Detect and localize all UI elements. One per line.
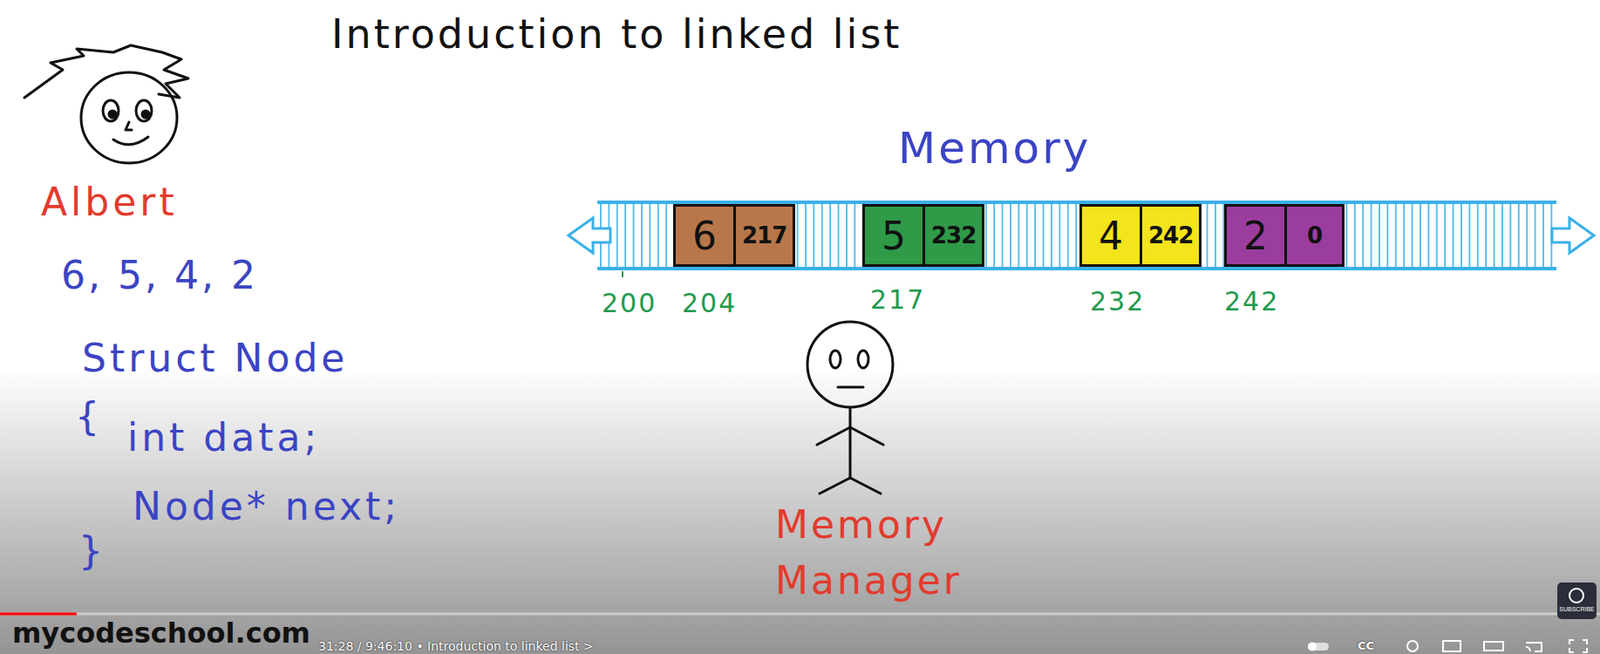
- hair: [24, 45, 189, 98]
- settings-icon: [1407, 640, 1418, 652]
- memory-strip: [568, 202, 1594, 278]
- progress-track: [0, 612, 1600, 616]
- miniplayer-icon: [1443, 640, 1461, 652]
- strip-edge: [597, 266, 1557, 271]
- address-cell: 232: [922, 206, 982, 265]
- code-line: Struct Node: [81, 335, 348, 382]
- data-cell: 6: [675, 206, 734, 265]
- data-value: 6: [692, 213, 717, 259]
- next-address: 217: [742, 222, 787, 249]
- memory-address: 204: [681, 287, 737, 320]
- pupil: [142, 110, 150, 118]
- albert-face: [24, 45, 189, 164]
- data-value: 5: [881, 213, 906, 259]
- player-controls: [1307, 640, 1587, 653]
- smile: [113, 136, 149, 145]
- address-cell: 242: [1139, 206, 1199, 265]
- autoplay-toggle: [1307, 642, 1329, 651]
- memory-address: 217: [870, 284, 926, 316]
- watermark: mycodeschool.com: [12, 617, 311, 649]
- eye: [857, 350, 869, 368]
- code-line: Node* next;: [132, 483, 401, 531]
- next-address: 242: [1148, 222, 1193, 249]
- next-address: 0: [1307, 222, 1322, 249]
- caption-button: CC: [1357, 639, 1375, 654]
- address-cell: 217: [733, 206, 793, 265]
- right-arrow: [1552, 217, 1594, 253]
- eye: [136, 100, 152, 122]
- face-outline: [81, 72, 178, 164]
- memory-block: 20: [1224, 204, 1345, 267]
- cast-icon: [1525, 642, 1542, 652]
- memory-heading: Memory: [898, 122, 1091, 175]
- character-name: Albert: [40, 179, 178, 226]
- data-cell: 2: [1226, 206, 1285, 265]
- eye: [102, 100, 119, 122]
- data-cell: 4: [1082, 206, 1140, 265]
- pupil: [108, 110, 116, 118]
- progress-played: [0, 612, 77, 616]
- subscribe-logo: [1569, 588, 1584, 603]
- theater-icon: [1484, 641, 1504, 651]
- code-line: int data;: [127, 415, 320, 462]
- memory-region: 62175232424220Memory: [597, 122, 1557, 271]
- subscribe-text: SUBSCRIBE: [1557, 605, 1597, 613]
- memory-cells: [599, 204, 1554, 267]
- fullscreen-icon: [1569, 640, 1587, 653]
- player-timestamp: 31:28 / 9:46:10 • Introduction to linked…: [318, 639, 594, 654]
- subscribe-badge: [1557, 582, 1597, 620]
- address-tick: [621, 271, 624, 278]
- memory-address: 242: [1224, 285, 1280, 318]
- character-name: Memory Manager: [775, 497, 1029, 609]
- list-values: 6, 5, 4, 2: [61, 252, 259, 300]
- next-address: 232: [931, 222, 976, 249]
- data-cell: 5: [864, 206, 923, 265]
- memory-block: 5 232: [862, 204, 985, 267]
- nose: [125, 122, 132, 130]
- code-line: }: [78, 528, 103, 575]
- eye: [830, 350, 841, 368]
- data-value: 4: [1098, 213, 1124, 259]
- memory-address: 200: [601, 287, 657, 320]
- title: Introduction to linked list: [331, 10, 902, 59]
- memory-block: 4 242: [1079, 204, 1202, 267]
- player-shade: [0, 366, 1600, 654]
- data-value: 2: [1243, 213, 1268, 259]
- autoplay-knob: [1307, 642, 1317, 652]
- memory-address: 232: [1089, 285, 1145, 318]
- code-line: {: [74, 394, 100, 441]
- memory-block: 6 217: [673, 204, 796, 267]
- left-arrow: [568, 217, 611, 253]
- address-cell: 0: [1284, 206, 1342, 265]
